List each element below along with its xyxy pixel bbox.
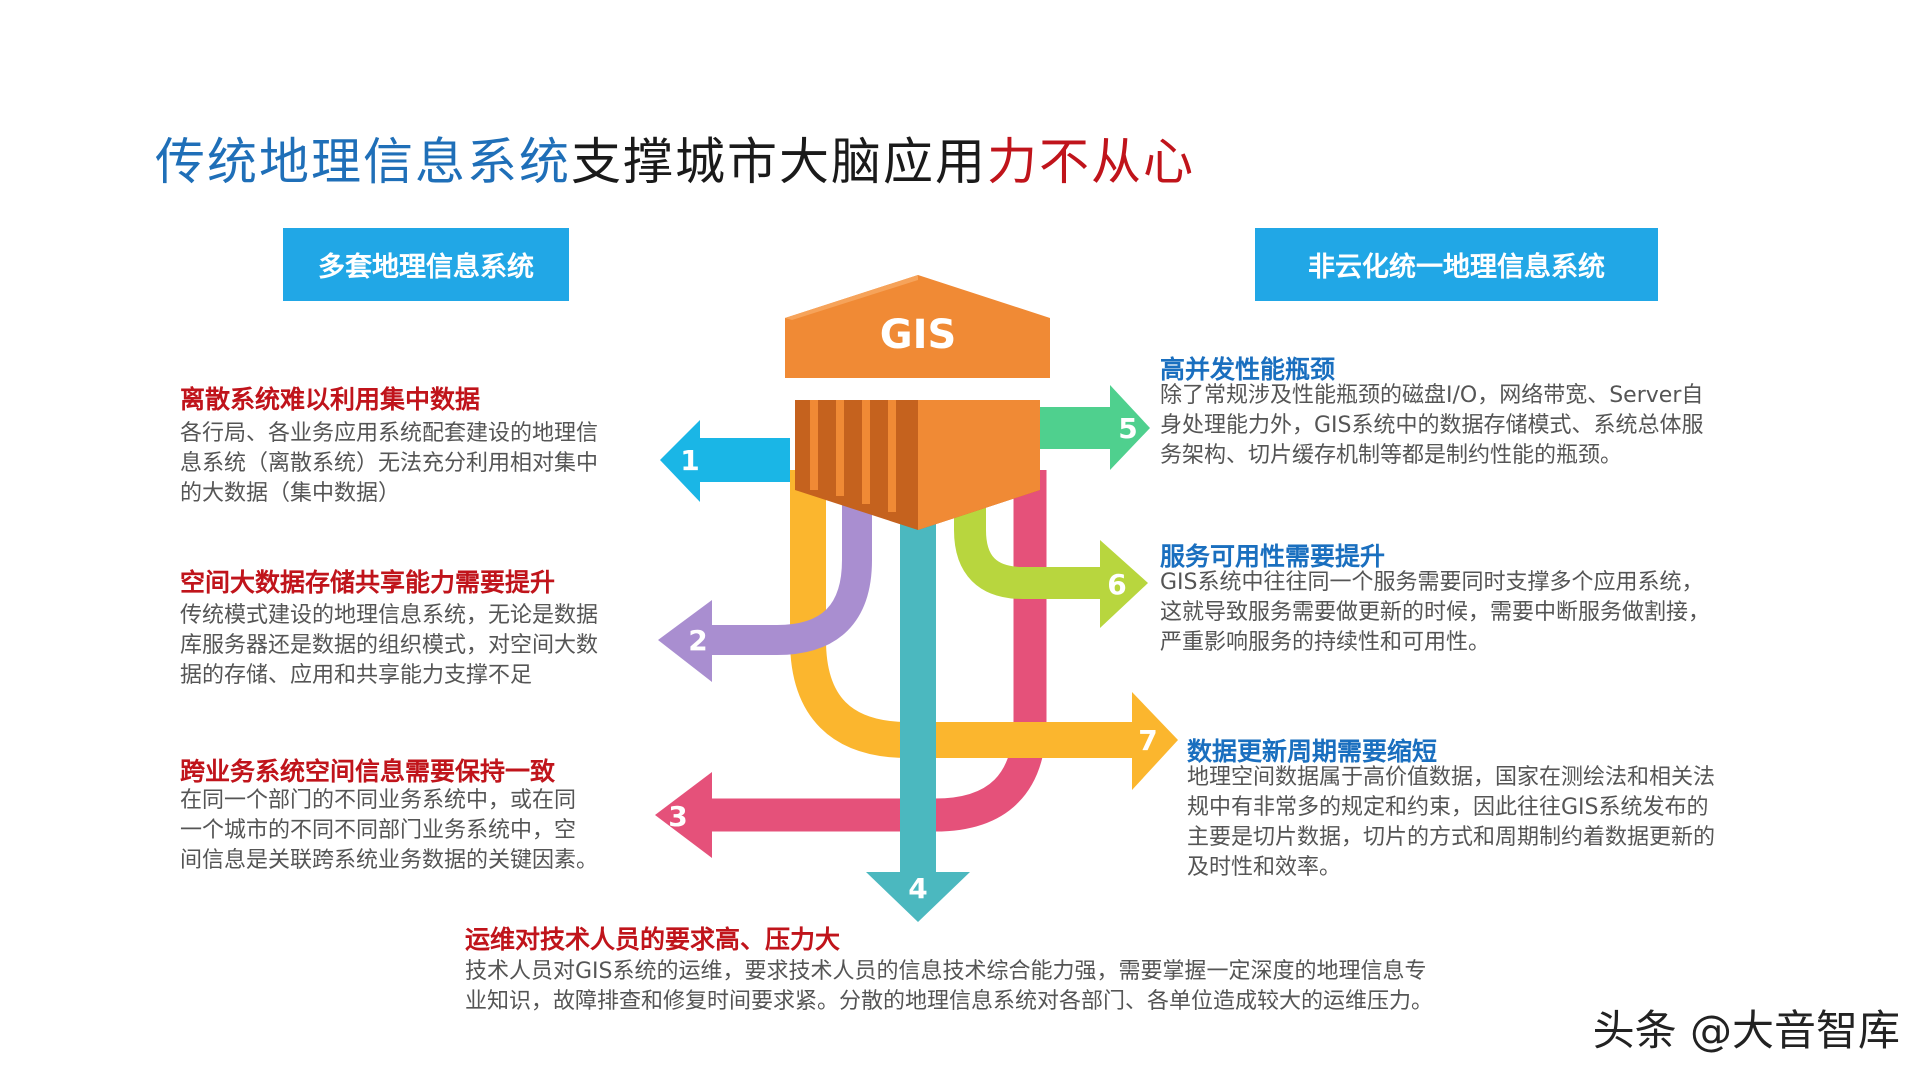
item-2-heading: 空间大数据存储共享能力需要提升: [180, 568, 556, 597]
item-7-line-4: 及时性和效率。: [1187, 855, 1342, 880]
item-3-line-2: 一个城市的不同不同部门业务系统中，空: [180, 818, 577, 843]
watermark: 头条 @大音智库: [1592, 1006, 1900, 1055]
arrow-6: [954, 470, 1148, 628]
item-5-line-1: 除了常规涉及性能瓶颈的磁盘I/O，网络带宽、Server自: [1160, 383, 1704, 408]
title-part-3: 力不从心: [987, 133, 1195, 191]
item-5-line-2: 身处理能力外，GIS系统中的数据存储模式、系统总体服: [1160, 413, 1704, 438]
arrow-5: [1030, 385, 1150, 470]
arrow-4: [866, 470, 970, 922]
item-4-line-1: 技术人员对GIS系统的运维，要求技术人员的信息技术综合能力强，需要掌握一定深度的…: [465, 959, 1427, 984]
left-banner: 多套地理信息系统: [283, 228, 569, 301]
item-7-line-2: 规中有非常多的规定和约束，因此往往GIS系统发布的: [1187, 795, 1709, 820]
title-part-1: 传统地理信息系统: [155, 133, 571, 191]
item-7-text: 地理空间数据属于高价值数据，国家在测绘法和相关法 规中有非常多的规定和约束，因此…: [1187, 763, 1807, 883]
item-1-line-2: 息系统（离散系统）无法充分利用相对集中: [180, 451, 599, 476]
item-1-line-3: 的大数据（集中数据）: [180, 481, 401, 506]
arrow-7: [790, 470, 1178, 790]
item-3-heading: 跨业务系统空间信息需要保持一致: [180, 757, 556, 786]
item-4-line-2: 业知识，故障排查和修复时间要求紧。分散的地理信息系统对各部门、各单位造成较大的运…: [465, 989, 1434, 1014]
item-6-text: GIS系统中往往同一个服务需要同时支撑多个应用系统， 这就导致服务需要做更新的时…: [1160, 568, 1800, 658]
item-3-line-1: 在同一个部门的不同业务系统中，或在同: [180, 788, 577, 813]
item-1-heading: 离散系统难以利用集中数据: [180, 385, 481, 414]
item-5-text: 除了常规涉及性能瓶颈的磁盘I/O，网络带宽、Server自 身处理能力外，GIS…: [1160, 381, 1800, 471]
item-3-line-3: 间信息是关联跨系统业务数据的关键因素。: [180, 848, 599, 873]
item-1-text: 各行局、各业务应用系统配套建设的地理信 息系统（离散系统）无法充分利用相对集中 …: [180, 419, 660, 509]
item-7-heading: 数据更新周期需要缩短: [1187, 737, 1438, 766]
item-5-line-3: 务架构、切片缓存机制等都是制约性能的瓶颈。: [1160, 443, 1623, 468]
gis-block: [785, 275, 1050, 530]
item-3-text: 在同一个部门的不同业务系统中，或在同 一个城市的不同不同部门业务系统中，空 间信…: [180, 786, 650, 876]
item-4-text: 技术人员对GIS系统的运维，要求技术人员的信息技术综合能力强，需要掌握一定深度的…: [465, 957, 1565, 1017]
item-1-line-1: 各行局、各业务应用系统配套建设的地理信: [180, 421, 599, 446]
item-4-heading: 运维对技术人员的要求高、压力大: [465, 925, 841, 954]
page-title: 传统地理信息系统支撑城市大脑应用力不从心: [155, 122, 1195, 194]
item-6-line-3: 严重影响服务的持续性和可用性。: [1160, 630, 1491, 655]
arrow-2: [658, 480, 872, 682]
right-banner: 非云化统一地理信息系统: [1255, 228, 1658, 301]
item-2-line-3: 据的存储、应用和共享能力支撑不足: [180, 663, 533, 688]
item-7-line-1: 地理空间数据属于高价值数据，国家在测绘法和相关法: [1187, 765, 1716, 790]
item-2-line-2: 库服务器还是数据的组织模式，对空间大数: [180, 633, 599, 658]
item-2-line-1: 传统模式建设的地理信息系统，无论是数据: [180, 603, 599, 628]
arrow-1: [660, 420, 790, 502]
title-part-2: 支撑城市大脑应用: [571, 133, 987, 191]
item-6-line-2: 这就导致服务需要做更新的时候，需要中断服务做割接，: [1160, 600, 1711, 625]
item-7-line-3: 主要是切片数据，切片的方式和周期制约着数据更新的: [1187, 825, 1716, 850]
item-5-heading: 高并发性能瓶颈: [1160, 355, 1336, 384]
item-2-text: 传统模式建设的地理信息系统，无论是数据 库服务器还是数据的组织模式，对空间大数 …: [180, 601, 660, 691]
item-6-heading: 服务可用性需要提升: [1160, 542, 1386, 571]
item-6-line-1: GIS系统中往往同一个服务需要同时支撑多个应用系统，: [1160, 570, 1704, 595]
